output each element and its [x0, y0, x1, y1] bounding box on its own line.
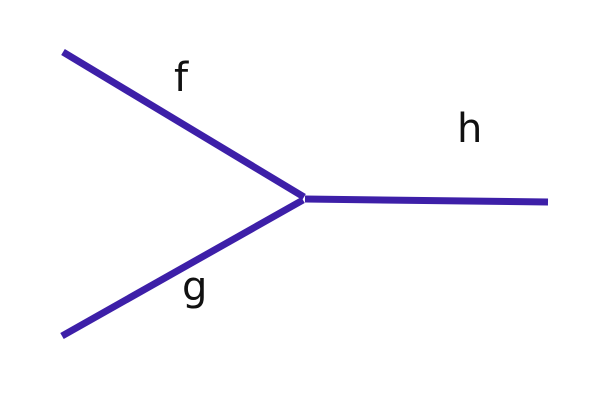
edge-f [61, 49, 306, 200]
edge-label-f: f [174, 55, 189, 101]
edge-label-h: h [457, 106, 482, 152]
edge-label-g: g [182, 264, 207, 310]
edge-h [304, 195, 549, 206]
edge-g [60, 196, 305, 340]
